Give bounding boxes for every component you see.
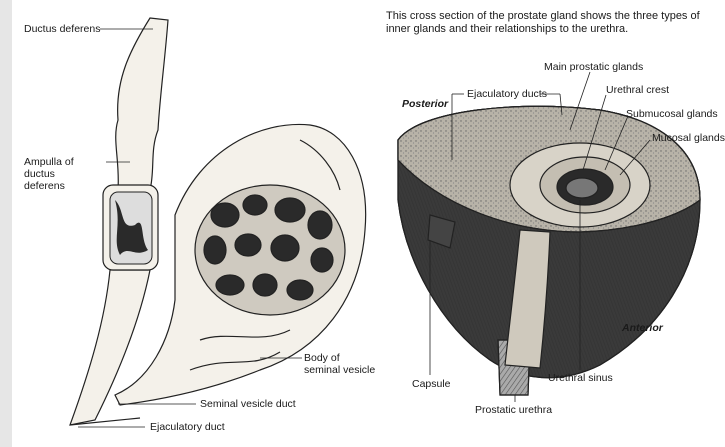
ampulla-cross-section bbox=[103, 185, 158, 270]
label-ejaculatory-ducts: Ejaculatory ducts bbox=[467, 88, 547, 100]
label-urethral-crest: Urethral crest bbox=[606, 84, 669, 96]
figure-caption: This cross section of the prostate gland… bbox=[386, 10, 722, 35]
label-ejaculatory-duct: Ejaculatory duct bbox=[150, 421, 225, 433]
label-main-prostatic-glands: Main prostatic glands bbox=[544, 61, 643, 73]
prostate-drawing bbox=[398, 106, 700, 395]
label-anterior: Anterior bbox=[622, 322, 663, 334]
label-prostatic-urethra: Prostatic urethra bbox=[475, 404, 552, 416]
label-ductus-deferens: Ductus deferens bbox=[24, 23, 100, 35]
label-capsule: Capsule bbox=[412, 378, 451, 390]
label-seminal-vesicle-duct: Seminal vesicle duct bbox=[200, 398, 296, 410]
label-urethral-sinus: Urethral sinus bbox=[548, 372, 613, 384]
page-edge bbox=[0, 0, 12, 447]
label-ampulla: Ampulla of ductus deferens bbox=[24, 156, 74, 192]
label-submucosal-glands: Submucosal glands bbox=[626, 108, 718, 120]
label-mucosal-glands: Mucosal glands bbox=[652, 132, 725, 144]
label-body-seminal-vesicle: Body of seminal vesicle bbox=[304, 352, 375, 376]
label-posterior: Posterior bbox=[402, 98, 448, 110]
